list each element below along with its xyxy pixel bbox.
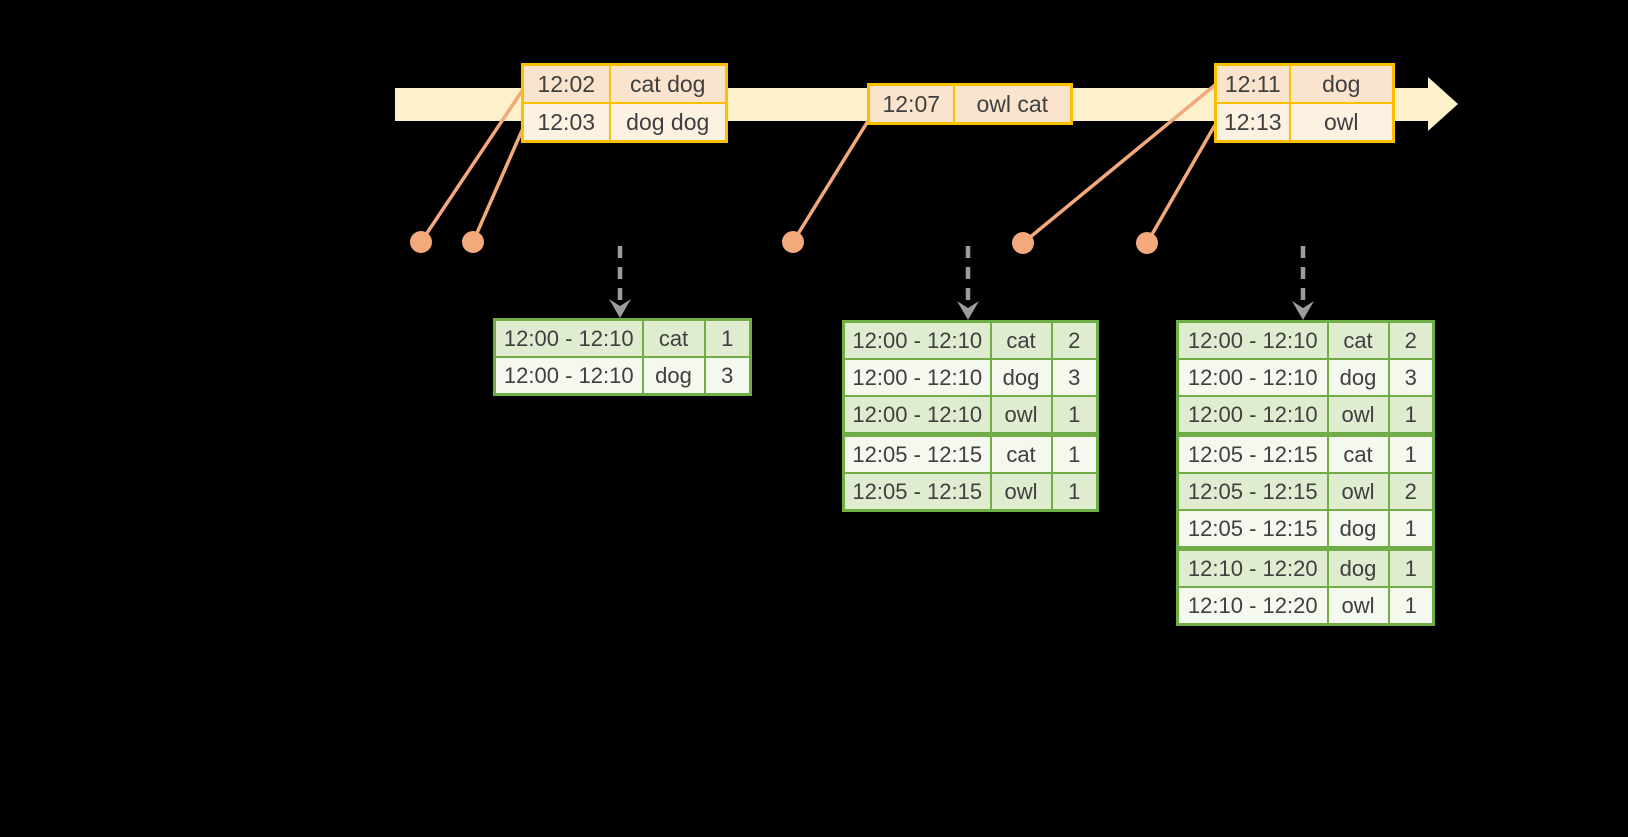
trigger-arrow-icon: [1292, 246, 1314, 320]
event-words-cell: dog dog: [608, 102, 728, 143]
table-row: 12:05 - 12:15 owl 2: [1176, 472, 1435, 511]
event-connector-line: [471, 125, 526, 243]
result-table-3: 12:00 - 12:10 cat 2 12:00 - 12:10 dog 3 …: [1176, 320, 1435, 626]
event-connector-line: [1145, 124, 1217, 244]
window-cell: 12:00 - 12:10: [842, 320, 992, 360]
count-cell: 1: [1050, 395, 1099, 437]
table-row: 12:10 - 12:20 dog 1: [1176, 547, 1435, 588]
word-cell: dog: [641, 356, 706, 396]
word-cell: cat: [1326, 433, 1390, 474]
event-words-cell: owl cat: [952, 83, 1073, 125]
word-cell: owl: [1326, 395, 1390, 437]
count-cell: 1: [1387, 547, 1435, 588]
window-cell: 12:00 - 12:10: [1176, 358, 1329, 397]
table-row: 12:05 - 12:15 cat 1: [1176, 433, 1435, 474]
trigger-arrow-icon: [957, 246, 979, 320]
count-cell: 2: [1387, 320, 1435, 360]
word-cell: cat: [989, 320, 1053, 360]
window-cell: 12:10 - 12:20: [1176, 547, 1329, 588]
window-cell: 12:05 - 12:15: [1176, 433, 1329, 474]
count-cell: 1: [703, 318, 752, 358]
word-cell: cat: [641, 318, 706, 358]
table-row: 12:05 - 12:15 dog 1: [1176, 509, 1435, 551]
word-cell: owl: [1326, 472, 1390, 511]
word-cell: cat: [989, 433, 1053, 474]
table-row: 12:00 - 12:10 owl 1: [842, 395, 1099, 437]
table-row: 12:05 - 12:15 cat 1: [842, 433, 1099, 474]
table-row: 12:13 owl: [1214, 102, 1395, 143]
event-connector-line: [1021, 83, 1217, 245]
event-time-cell: 12:07: [867, 83, 955, 125]
event-time-cell: 12:11: [1214, 63, 1291, 104]
window-cell: 12:10 - 12:20: [1176, 586, 1329, 626]
table-row: 12:10 - 12:20 owl 1: [1176, 586, 1435, 626]
window-cell: 12:05 - 12:15: [842, 433, 992, 474]
event-time-cell: 12:03: [521, 102, 611, 143]
event-connectors: [410, 83, 1217, 254]
table-row: 12:07 owl cat: [867, 83, 1073, 125]
window-cell: 12:00 - 12:10: [1176, 320, 1329, 360]
word-cell: dog: [989, 358, 1053, 397]
event-connector-line: [419, 87, 526, 243]
event-marker-dot-icon: [782, 231, 804, 253]
table-row: 12:00 - 12:10 dog 3: [493, 356, 752, 396]
table-row: 12:00 - 12:10 cat 1: [493, 318, 752, 358]
window-cell: 12:00 - 12:10: [1176, 395, 1329, 437]
event-time-cell: 12:13: [1214, 102, 1291, 143]
table-row: 12:11 dog: [1214, 63, 1395, 104]
result-table-1: 12:00 - 12:10 cat 1 12:00 - 12:10 dog 3: [493, 318, 752, 396]
table-row: 12:00 - 12:10 dog 3: [1176, 358, 1435, 397]
table-row: 12:02 cat dog: [521, 63, 728, 104]
table-row: 12:00 - 12:10 cat 2: [1176, 320, 1435, 360]
event-table-3: 12:11 dog 12:13 owl: [1214, 63, 1395, 143]
count-cell: 3: [1387, 358, 1435, 397]
window-cell: 12:05 - 12:15: [842, 472, 992, 512]
window-cell: 12:00 - 12:10: [493, 318, 644, 358]
word-cell: owl: [1326, 586, 1390, 626]
event-time-cell: 12:02: [521, 63, 611, 104]
result-table-2: 12:00 - 12:10 cat 2 12:00 - 12:10 dog 3 …: [842, 320, 1099, 512]
timeline-arrowhead: [1428, 77, 1458, 131]
table-row: 12:00 - 12:10 dog 3: [842, 358, 1099, 397]
event-words-cell: owl: [1288, 102, 1395, 143]
event-words-cell: dog: [1288, 63, 1395, 104]
event-marker-dot-icon: [1136, 232, 1158, 254]
window-cell: 12:00 - 12:10: [842, 358, 992, 397]
event-table-1: 12:02 cat dog 12:03 dog dog: [521, 63, 728, 143]
word-cell: owl: [989, 395, 1053, 437]
event-words-cell: cat dog: [608, 63, 728, 104]
word-cell: dog: [1326, 358, 1390, 397]
window-cell: 12:00 - 12:10: [493, 356, 644, 396]
count-cell: 1: [1050, 433, 1099, 474]
count-cell: 1: [1050, 472, 1099, 512]
window-cell: 12:05 - 12:15: [1176, 509, 1329, 551]
table-row: 12:03 dog dog: [521, 102, 728, 143]
window-cell: 12:00 - 12:10: [842, 395, 992, 437]
trigger-arrows: [609, 246, 1314, 320]
count-cell: 1: [1387, 433, 1435, 474]
event-marker-dot-icon: [410, 231, 432, 253]
count-cell: 2: [1387, 472, 1435, 511]
count-cell: 1: [1387, 395, 1435, 437]
count-cell: 2: [1050, 320, 1099, 360]
word-cell: dog: [1326, 509, 1390, 551]
event-table-2: 12:07 owl cat: [867, 83, 1073, 125]
count-cell: 1: [1387, 586, 1435, 626]
word-cell: cat: [1326, 320, 1390, 360]
table-row: 12:05 - 12:15 owl 1: [842, 472, 1099, 512]
trigger-arrow-icon: [609, 246, 631, 318]
event-marker-dot-icon: [1012, 232, 1034, 254]
count-cell: 3: [1050, 358, 1099, 397]
word-cell: owl: [989, 472, 1053, 512]
count-cell: 1: [1387, 509, 1435, 551]
window-cell: 12:05 - 12:15: [1176, 472, 1329, 511]
count-cell: 3: [703, 356, 752, 396]
event-marker-dot-icon: [462, 231, 484, 253]
word-cell: dog: [1326, 547, 1390, 588]
table-row: 12:00 - 12:10 owl 1: [1176, 395, 1435, 437]
table-row: 12:00 - 12:10 cat 2: [842, 320, 1099, 360]
event-connector-line: [791, 120, 870, 243]
